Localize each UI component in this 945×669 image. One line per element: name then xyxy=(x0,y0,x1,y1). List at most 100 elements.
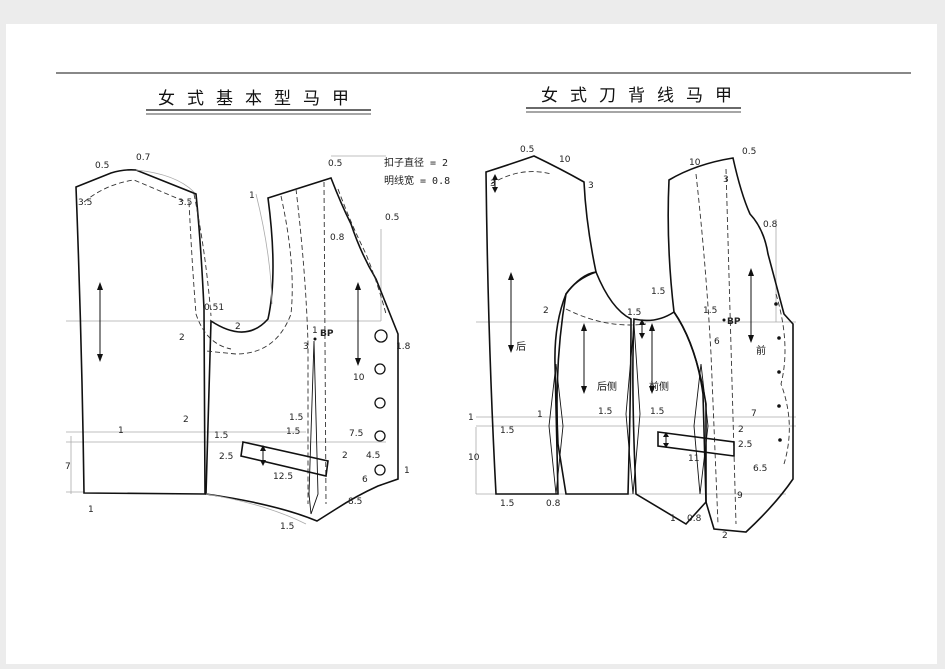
measurement-label: 2.5 xyxy=(219,452,233,462)
construction-guides xyxy=(66,155,386,494)
stitch-width-note: 明线宽 = 0.8 xyxy=(384,174,450,187)
guide-curve xyxy=(205,493,307,525)
measurement-label: 10 xyxy=(689,158,701,168)
grain-line xyxy=(97,282,103,362)
measurement-labels: 0.5 0.7 3.5 3.5 1 0.5 0.5 0.8 0.51 2 2 1… xyxy=(65,153,411,532)
side-front-piece-outline xyxy=(632,310,707,526)
button xyxy=(374,464,386,476)
measurement-label: 1.5 xyxy=(280,522,294,532)
front-pocket xyxy=(657,431,735,457)
back-piece-outline xyxy=(75,169,206,495)
measurement-label: 3 xyxy=(303,342,309,352)
back-piece-label: 后 xyxy=(516,341,526,353)
measurement-label: 0.8 xyxy=(763,220,778,230)
measurement-label: 7 xyxy=(65,462,71,472)
side-back-piece-outline xyxy=(556,271,632,495)
back-dart xyxy=(548,363,564,495)
measurement-label: 3 xyxy=(490,179,496,189)
measurement-label: 1.5 xyxy=(650,407,664,417)
grain-line xyxy=(355,282,361,366)
measurement-label: 1.5 xyxy=(500,499,514,509)
grain-line xyxy=(649,323,655,394)
measurement-label: 1 xyxy=(312,326,318,336)
front-neck-facing-line xyxy=(337,188,387,315)
measurement-label: 2 xyxy=(722,531,728,541)
front-facing-line xyxy=(695,173,719,525)
measurement-label: 10 xyxy=(559,155,571,165)
measurement-label: 0.8 xyxy=(687,514,702,524)
button xyxy=(777,370,781,374)
measurement-label: 3.5 xyxy=(78,198,92,208)
button xyxy=(374,363,386,375)
arrow-head xyxy=(663,432,669,437)
measurement-label: 10 xyxy=(468,453,480,463)
bp-label: BP xyxy=(320,329,334,339)
front-facing-line xyxy=(295,188,309,504)
measurement-label: 6 xyxy=(714,337,720,347)
shoulder-overlap-line xyxy=(193,193,212,317)
front-piece-label: 前 xyxy=(756,344,766,357)
measurement-label: 1 xyxy=(118,426,124,436)
measurement-label: 11 xyxy=(688,454,699,464)
measurement-label: 1 xyxy=(249,191,255,201)
measurement-label: 1.5 xyxy=(500,426,514,436)
button xyxy=(774,302,778,306)
grain-line xyxy=(639,319,645,339)
measurement-label: 3 xyxy=(588,181,594,191)
measurement-label: 2.5 xyxy=(738,440,752,450)
measurement-label: 0.5 xyxy=(95,161,109,171)
measurement-label: 1.5 xyxy=(214,431,228,441)
front-pocket xyxy=(240,441,329,477)
button xyxy=(777,336,781,340)
measurement-label: 8.5 xyxy=(348,497,362,507)
measurement-label: 2 xyxy=(179,333,185,343)
measurement-labels: 0.5 10 3 3 10 0.5 3 0.8 1.5 2 1.5 1.5 BP… xyxy=(468,145,778,541)
basic-vest-pattern: 女式基本型马甲 扣子直径 = 2 明线宽 = 0.8 xyxy=(65,89,450,532)
measurement-label: 1.5 xyxy=(651,287,665,297)
measurement-label: 2 xyxy=(183,415,189,425)
princess-line-vest-pattern: 女式刀背线马甲 xyxy=(468,86,796,541)
button xyxy=(374,397,386,409)
back-armhole-facing-line xyxy=(188,201,232,350)
measurement-label: 7 xyxy=(751,409,757,419)
pattern-sheet: 女式基本型马甲 扣子直径 = 2 明线宽 = 0.8 xyxy=(6,24,937,664)
measurement-label: 0.51 xyxy=(204,303,224,313)
measurement-label: 1.5 xyxy=(289,413,303,423)
grain-line xyxy=(748,268,754,343)
measurement-label: 1 xyxy=(468,413,474,423)
button-diameter-note: 扣子直径 = 2 xyxy=(384,156,448,169)
measurement-label: 1.5 xyxy=(703,306,717,316)
side-front-piece-label: 前侧 xyxy=(649,380,669,393)
side-dart xyxy=(625,323,641,495)
front-piece-outline xyxy=(667,157,794,533)
measurement-label: 0.5 xyxy=(385,213,399,223)
grain-line xyxy=(492,174,498,193)
measurement-label: 0.5 xyxy=(742,147,756,157)
grain-line xyxy=(508,272,514,353)
measurement-label: 1.5 xyxy=(598,407,612,417)
front-dart xyxy=(693,363,709,495)
bp-point xyxy=(722,318,726,322)
measurement-label: 12.5 xyxy=(273,472,293,482)
measurement-label: 2 xyxy=(342,451,348,461)
front-dart xyxy=(308,340,319,515)
measurement-label: 6 xyxy=(362,475,368,485)
back-neck-facing-line xyxy=(490,171,552,185)
measurement-label: 0.8 xyxy=(330,233,345,243)
front-edge-facing-line xyxy=(775,293,790,465)
measurement-label: 0.5 xyxy=(328,159,342,169)
measurement-label: 10 xyxy=(353,373,365,383)
arrow-head xyxy=(663,443,669,448)
pattern-drawing: 女式基本型马甲 扣子直径 = 2 明线宽 = 0.8 xyxy=(56,72,911,541)
measurement-label: 2 xyxy=(738,425,744,435)
measurement-label: 6.5 xyxy=(753,464,767,474)
measurement-label: 0.5 xyxy=(520,145,534,155)
measurement-label: 2 xyxy=(235,322,241,332)
guide-curve xyxy=(255,193,273,305)
button xyxy=(777,404,781,408)
measurement-label: 1.8 xyxy=(396,342,411,352)
measurement-label: 0.8 xyxy=(546,499,561,509)
arrow-head xyxy=(260,460,266,466)
front-center-line xyxy=(725,168,737,525)
measurement-label: 9 xyxy=(737,491,743,501)
